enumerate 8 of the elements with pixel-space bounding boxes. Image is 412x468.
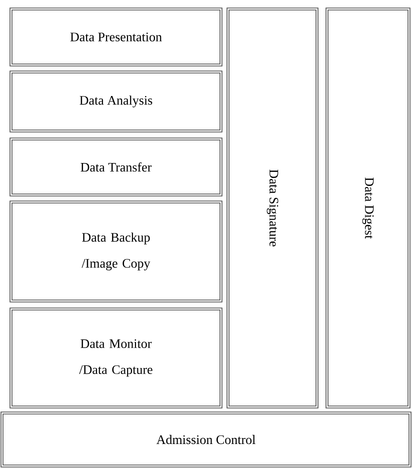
layer-box: Data Analysis [10, 70, 222, 132]
layer-box: Data Presentation [10, 8, 222, 66]
layer-box: Admission Control [0, 412, 412, 468]
layer-box: Data Backup /Image Copy [10, 200, 222, 302]
layer-box: Data Monitor /Data Capture [10, 308, 222, 408]
layer-box: Data Digest [326, 8, 410, 408]
layer-box: Data Signature [226, 8, 318, 408]
layer-box: Data Transfer [10, 138, 222, 196]
